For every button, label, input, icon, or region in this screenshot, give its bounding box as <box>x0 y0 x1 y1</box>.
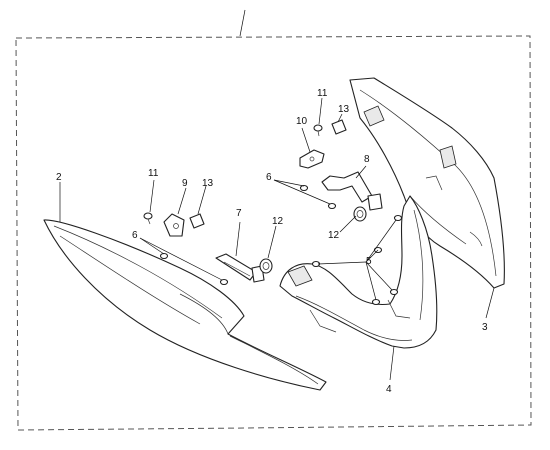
top-reference-line <box>239 9 246 37</box>
callout-6-left: 6 <box>132 230 138 241</box>
part-2-left-side-panel <box>43 219 327 391</box>
callout-10: 10 <box>296 116 308 127</box>
part-13-clip-right <box>331 119 347 135</box>
part-13-clip-left <box>189 213 205 229</box>
callout-11-left: 11 <box>148 168 159 179</box>
leader-lines <box>59 97 495 381</box>
callout-13-left: 13 <box>202 178 214 189</box>
part-11-screw-left <box>143 212 153 225</box>
callout-9: 9 <box>182 178 188 189</box>
part-10-plate <box>299 149 325 169</box>
part-12-grommet-left <box>259 258 273 274</box>
callout-3: 3 <box>482 322 488 333</box>
callout-labels: 2 3 4 5 6 6 7 8 9 10 11 11 12 12 13 13 <box>56 88 488 395</box>
callout-7: 7 <box>236 208 242 219</box>
part-7-grab-strap <box>215 253 265 283</box>
part-3-rear-cover-panel <box>349 77 505 289</box>
part-11-screw-right <box>313 124 323 137</box>
part-6-screw <box>159 184 337 286</box>
callout-11-right: 11 <box>317 88 328 99</box>
part-12-grommet-right <box>353 206 367 222</box>
callout-12-right: 12 <box>328 230 340 241</box>
callout-2: 2 <box>56 172 62 183</box>
callout-4: 4 <box>386 384 392 395</box>
callout-8: 8 <box>364 154 370 165</box>
callout-12-left: 12 <box>272 216 284 227</box>
part-9-mounting-bracket <box>163 213 185 237</box>
part-8-grab-strap <box>321 171 383 211</box>
assembly-boundary-frame <box>15 35 532 431</box>
callout-13-right: 13 <box>338 104 350 115</box>
callout-6-right: 6 <box>266 172 272 183</box>
callout-5: 5 <box>366 256 372 267</box>
